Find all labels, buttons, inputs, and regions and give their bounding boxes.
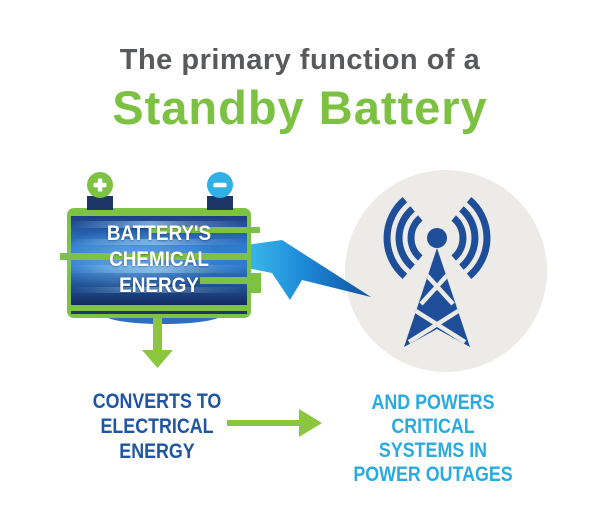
powers-text-line: AND POWERS	[371, 391, 495, 414]
title-line-1: The primary function of a	[119, 44, 481, 76]
converts-text: CONVERTS TO ELECTRICAL ENERGY	[72, 389, 242, 464]
arrow-down-icon	[142, 318, 173, 368]
battery-label-line: BATTERY'S	[106, 222, 212, 245]
battery-label: BATTERY'S CHEMICAL ENERGY	[87, 221, 231, 299]
converts-text-line: CONVERTS TO	[92, 390, 222, 413]
powers-text-line: POWER OUTAGES	[353, 463, 513, 486]
converts-text-line: ENERGY	[119, 440, 195, 463]
arrow-right-icon	[227, 409, 322, 437]
minus-icon	[207, 172, 233, 198]
powers-text: AND POWERS CRITICAL SYSTEMS IN POWER OUT…	[348, 391, 518, 487]
lightning-bolt-icon	[246, 240, 371, 300]
tower-circle-graphic	[345, 170, 547, 372]
gray-circle	[345, 170, 547, 372]
battery-graphic	[55, 172, 261, 324]
plus-icon	[87, 172, 113, 198]
converts-text-line: ELECTRICAL	[100, 415, 214, 438]
battery-label-line: ENERGY	[119, 274, 199, 297]
powers-text-line: CRITICAL SYSTEMS IN	[378, 415, 488, 462]
positive-terminal-post	[87, 196, 113, 210]
battery-label-line: CHEMICAL	[109, 248, 209, 271]
signal-waves-icon	[383, 197, 491, 279]
title-line-2: Standby Battery	[112, 81, 488, 134]
negative-terminal-post	[207, 196, 233, 210]
